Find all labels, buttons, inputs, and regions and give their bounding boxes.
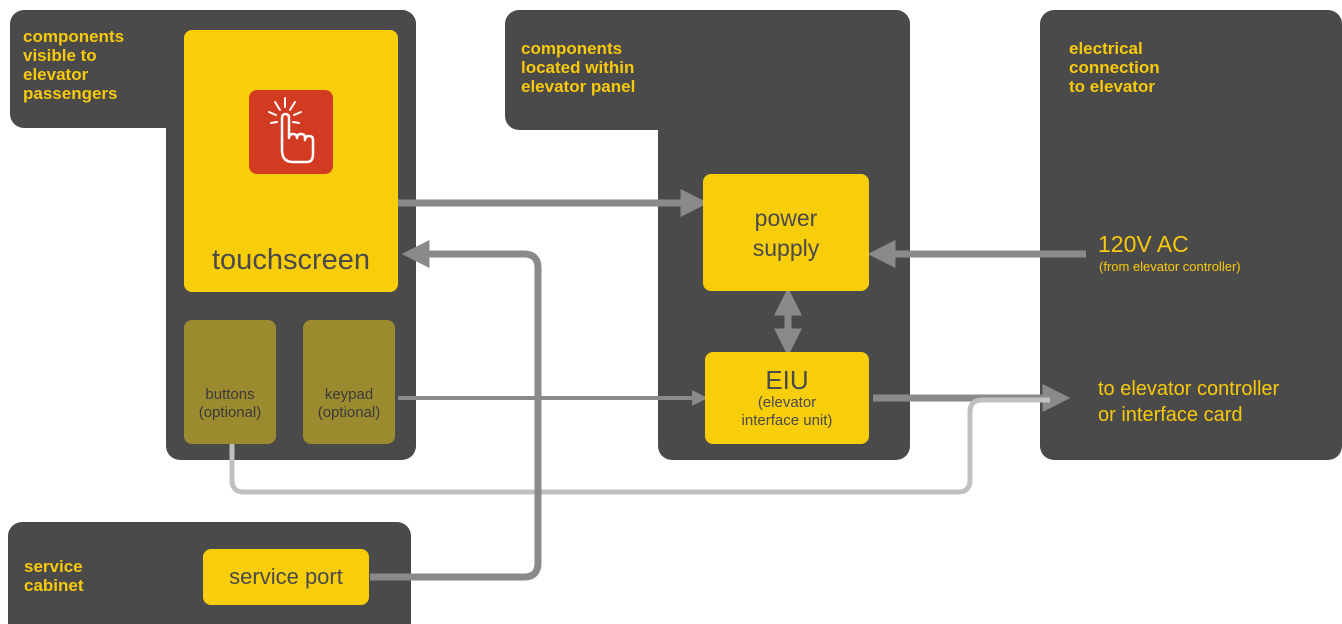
controller-output-line1: to elevator controller xyxy=(1098,378,1280,400)
eiu-box: EIU (elevator interface unit) xyxy=(705,352,869,444)
ac-input-label: 120V AC xyxy=(1098,231,1189,257)
buttons-label: buttons xyxy=(205,386,255,403)
power-supply-box: power supply xyxy=(703,174,869,291)
buttons-note: (optional) xyxy=(198,404,262,421)
keypad-label: keypad xyxy=(324,386,374,403)
passenger-panel-heading: components visible to elevator passenger… xyxy=(23,27,125,103)
buttons-box: buttons (optional) xyxy=(184,320,276,444)
buttons-to-controller-wire xyxy=(229,397,1050,495)
eiu-line2: interface unit) xyxy=(741,412,833,429)
ac-input-note: (from elevator controller) xyxy=(1099,259,1241,274)
touchscreen-box: touchscreen xyxy=(184,30,398,292)
service-port-label: service port xyxy=(229,564,343,589)
eiu-line1: (elevator xyxy=(757,394,817,411)
elevator-panel-heading: components located within elevator panel xyxy=(521,39,636,96)
service-cabinet-heading: service cabinet xyxy=(24,557,84,595)
power-supply-line2: supply xyxy=(752,234,820,261)
eiu-label: EIU xyxy=(765,365,809,395)
keypad-box: keypad (optional) xyxy=(303,320,395,444)
service-port-box: service port xyxy=(203,549,369,605)
controller-output-line2: or interface card xyxy=(1098,404,1243,426)
electrical-connection-panel xyxy=(1040,10,1342,460)
touch-hand-icon xyxy=(249,90,333,174)
touchscreen-label: touchscreen xyxy=(212,244,370,276)
service-to-touchscreen-wire xyxy=(370,240,542,581)
electrical-panel-heading: electrical connection to elevator xyxy=(1069,39,1160,96)
power-supply-line1: power xyxy=(754,204,818,231)
keypad-note: (optional) xyxy=(317,404,381,421)
